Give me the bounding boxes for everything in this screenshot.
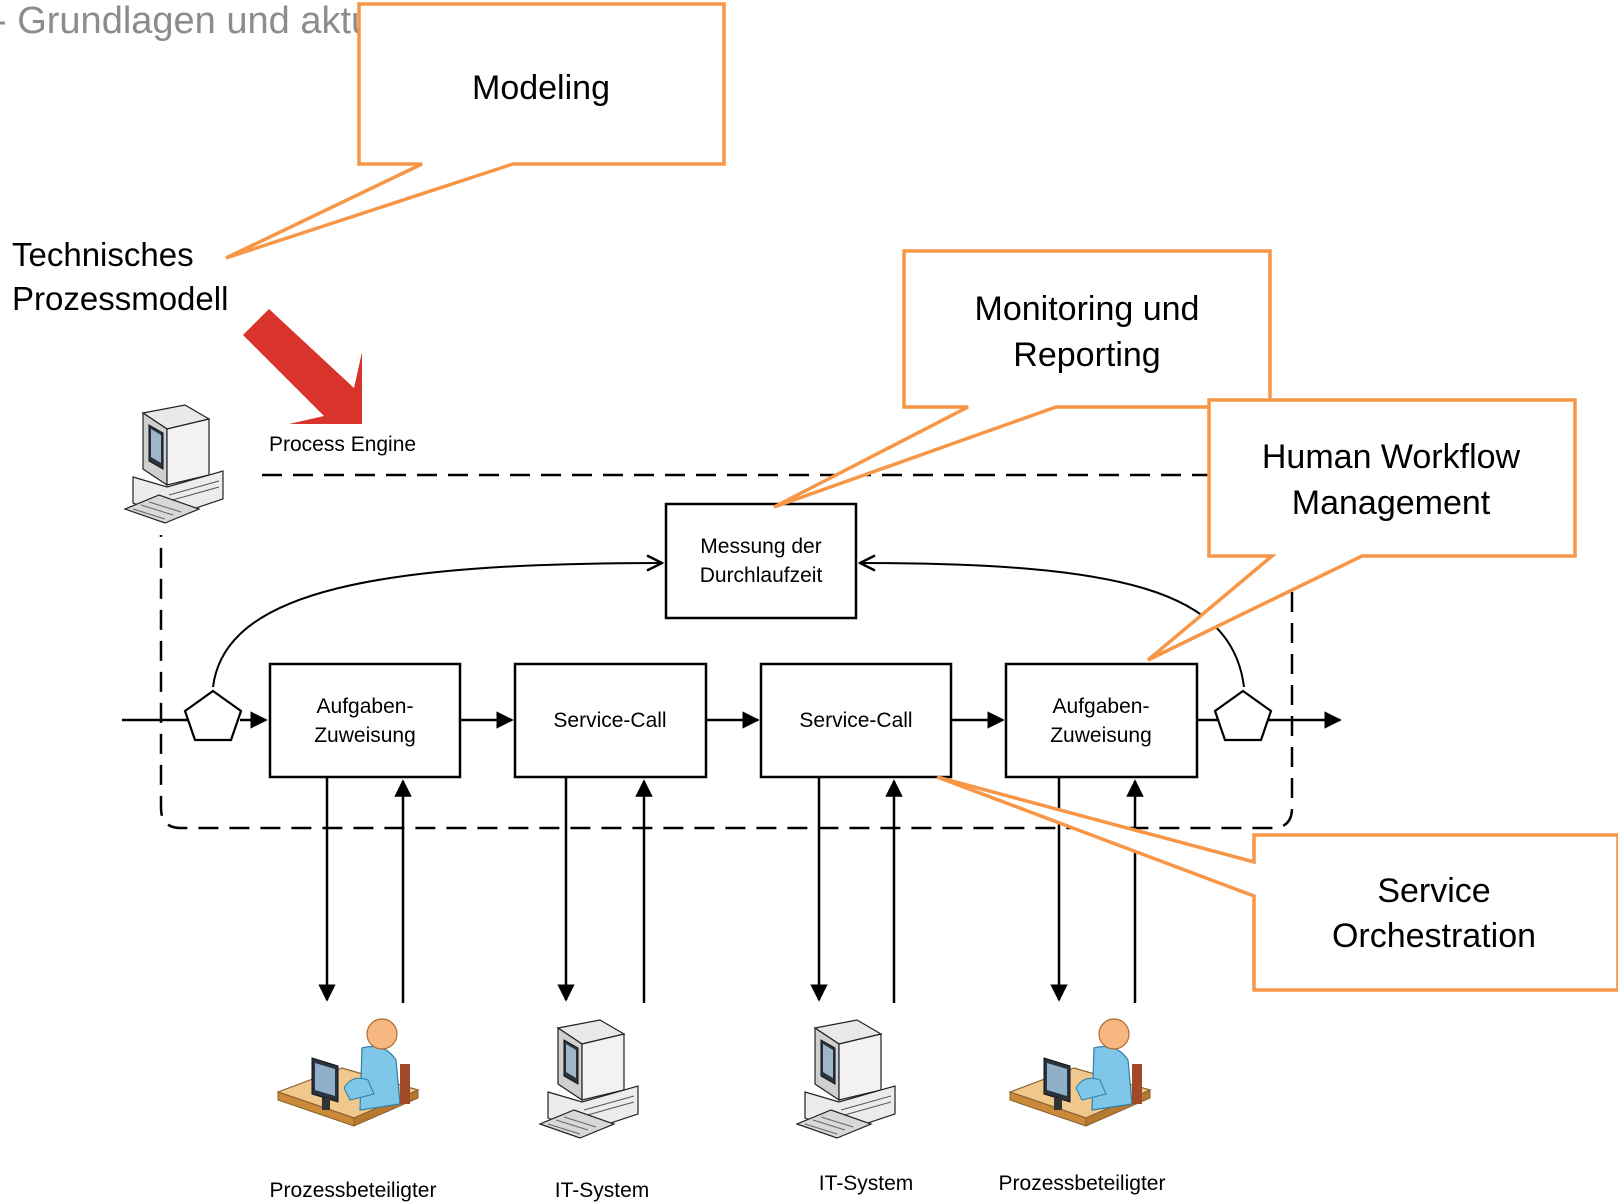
callout-monitoring: Monitoring und Reporting <box>773 249 1272 509</box>
participant-label-3: IT-System <box>819 1172 914 1195</box>
end-event <box>1213 689 1273 742</box>
callout-service-orch-line1: Service <box>1377 872 1490 910</box>
task-box-1 <box>268 662 462 779</box>
callout-modeling-label: Modeling <box>472 69 610 107</box>
callout-service-orch-line2: Orchestration <box>1332 917 1536 955</box>
task1-label-line2: Zuweisung <box>314 724 416 747</box>
participant-label-2: IT-System <box>555 1179 650 1202</box>
task2-label: Service-Call <box>553 709 666 732</box>
callout-human-workflow-line2: Management <box>1292 484 1491 522</box>
task4-label-line2: Zuweisung <box>1050 724 1152 747</box>
task4-label-line1: Aufgaben- <box>1053 695 1150 718</box>
technical-model-label-line1: Technisches <box>12 236 194 273</box>
measure-link-left <box>212 563 662 688</box>
callout-monitoring-line1: Monitoring und <box>975 290 1200 328</box>
computer-icon <box>796 1019 896 1139</box>
task-box-4 <box>1004 662 1199 779</box>
task1-label-line1: Aufgaben- <box>317 695 414 718</box>
process-engine-label: Process Engine <box>269 433 416 456</box>
callout-modeling: Modeling <box>225 2 726 260</box>
start-event <box>183 689 243 742</box>
participant-label-4: Prozessbeteiligter <box>999 1172 1166 1195</box>
callout-monitoring-line2: Reporting <box>1013 336 1160 374</box>
callout-service-orchestration: Service Orchestration <box>936 775 1618 992</box>
task3-label: Service-Call <box>799 709 912 732</box>
measure-link-right <box>860 563 1245 688</box>
participant-arrows <box>318 777 1144 1003</box>
callout-human-workflow: Human Workflow Management <box>1146 398 1577 662</box>
callout-human-workflow-line1: Human Workflow <box>1262 438 1521 476</box>
measure-label-line1: Messung der <box>700 535 821 558</box>
participant-label-1: Prozessbeteiligter <box>270 1179 437 1202</box>
person-at-desk-icon <box>1009 1018 1151 1127</box>
process-engine-boundary <box>159 473 1294 830</box>
computer-icon <box>124 404 224 524</box>
red-arrow-icon <box>243 309 362 424</box>
measure-box <box>664 502 858 620</box>
computer-icon <box>539 1019 639 1139</box>
measure-label-line2: Durchlaufzeit <box>700 564 823 587</box>
task-box-3 <box>759 662 953 779</box>
person-at-desk-icon <box>277 1018 419 1127</box>
task-box-2 <box>513 662 708 779</box>
technical-model-label-line2: Prozessmodell <box>12 280 228 317</box>
